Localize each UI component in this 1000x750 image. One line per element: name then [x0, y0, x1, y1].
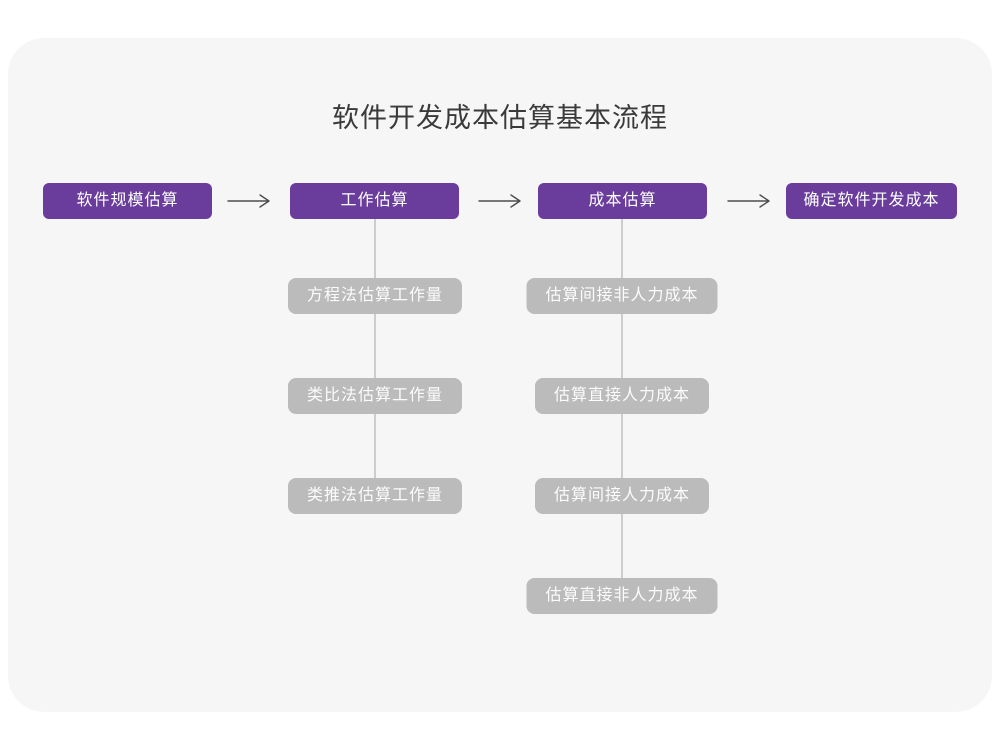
diagram-title: 软件开发成本估算基本流程: [332, 103, 668, 133]
right-arrow-icon: [478, 194, 521, 208]
stage-node-software-scale-estimation: 软件规模估算: [43, 183, 212, 219]
sub-node-direct-labor-cost: 估算直接人力成本: [534, 378, 710, 414]
stage-node-cost-estimation: 成本估算: [538, 183, 707, 219]
right-arrow-icon: [227, 194, 270, 208]
stage-node-determine-dev-cost: 确定软件开发成本: [786, 183, 957, 219]
connector-work-estimation: [374, 219, 376, 496]
sub-node-direct-nonlabor-cost: 估算直接非人力成本: [526, 578, 718, 614]
sub-node-analogy-method: 类比法估算工作量: [287, 378, 463, 414]
sub-node-indirect-nonlabor-cost: 估算间接非人力成本: [526, 278, 718, 314]
sub-node-extrapolation-method: 类推法估算工作量: [287, 478, 463, 514]
diagram-card: 软件开发成本估算基本流程 软件规模估算 工作估算 成本估算 确定软件开发成本 方…: [8, 38, 992, 712]
sub-node-indirect-labor-cost: 估算间接人力成本: [534, 478, 710, 514]
stage-node-work-estimation: 工作估算: [290, 183, 459, 219]
right-arrow-icon: [727, 194, 770, 208]
sub-node-equation-method: 方程法估算工作量: [287, 278, 463, 314]
